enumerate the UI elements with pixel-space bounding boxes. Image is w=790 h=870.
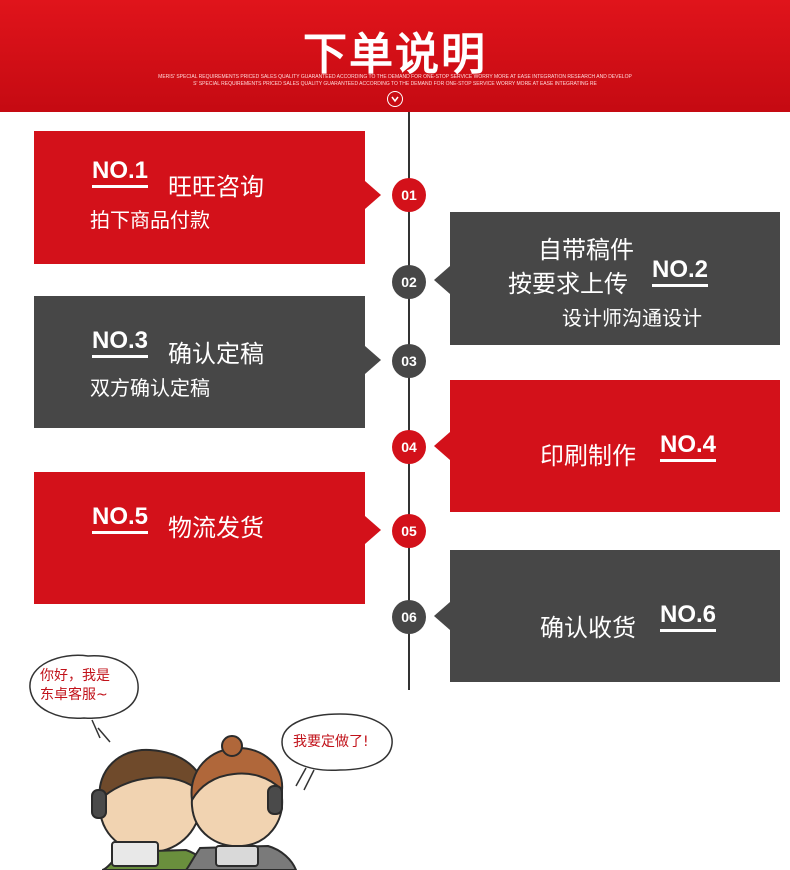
step-dot-6: 06 — [392, 600, 426, 634]
step-dot-5: 05 — [392, 514, 426, 548]
step-dot-1: 01 — [392, 178, 426, 212]
speech-left-line1: 你好，我是 — [40, 668, 110, 684]
chevron-down-icon — [387, 91, 403, 107]
step-number: NO.2 — [652, 257, 709, 287]
step-desc: 双方确认定稿 — [90, 376, 210, 400]
step-number: NO.1 — [92, 158, 149, 188]
timeline-line — [408, 112, 410, 690]
step-title: 旺旺咨询 — [168, 173, 264, 201]
step-dot-2: 02 — [392, 265, 426, 299]
step-number: NO.3 — [92, 328, 149, 358]
step-title: 印刷制作 — [540, 442, 636, 470]
step-desc: 设计师沟通设计 — [562, 306, 702, 330]
step-dot-3: 03 — [392, 344, 426, 378]
step-title-line1: 自带稿件 — [538, 236, 634, 264]
header-banner: 下单说明 MERIS' SPECIAL REQUIREMENTS PRICED … — [0, 0, 790, 112]
step-number: NO.5 — [92, 504, 149, 534]
step-dot-4: 04 — [392, 430, 426, 464]
character-left — [91, 748, 212, 870]
step-number: NO.6 — [660, 602, 717, 632]
step-title: 物流发货 — [168, 514, 264, 542]
speech-left-line2: 东卓客服~ — [40, 687, 108, 703]
character-right — [184, 735, 298, 870]
speech-bubble-right — [281, 713, 393, 791]
step-number: NO.4 — [660, 432, 717, 462]
speech-right: 我要定做了! — [293, 734, 369, 750]
speech-bubble-left — [29, 654, 139, 743]
step-title: 确认定稿 — [168, 340, 264, 368]
page-title: 下单说明 — [303, 29, 487, 80]
step-title: 确认收货 — [540, 614, 636, 642]
banner-subtitle-line2: S' SPECIAL REQUIREMENTS PRICED SALES QUA… — [193, 81, 597, 87]
step-desc: 拍下商品付款 — [90, 208, 210, 232]
step-title-line2: 按要求上传 — [508, 270, 628, 298]
banner-subtitle-line1: MERIS' SPECIAL REQUIREMENTS PRICED SALES… — [158, 74, 632, 80]
